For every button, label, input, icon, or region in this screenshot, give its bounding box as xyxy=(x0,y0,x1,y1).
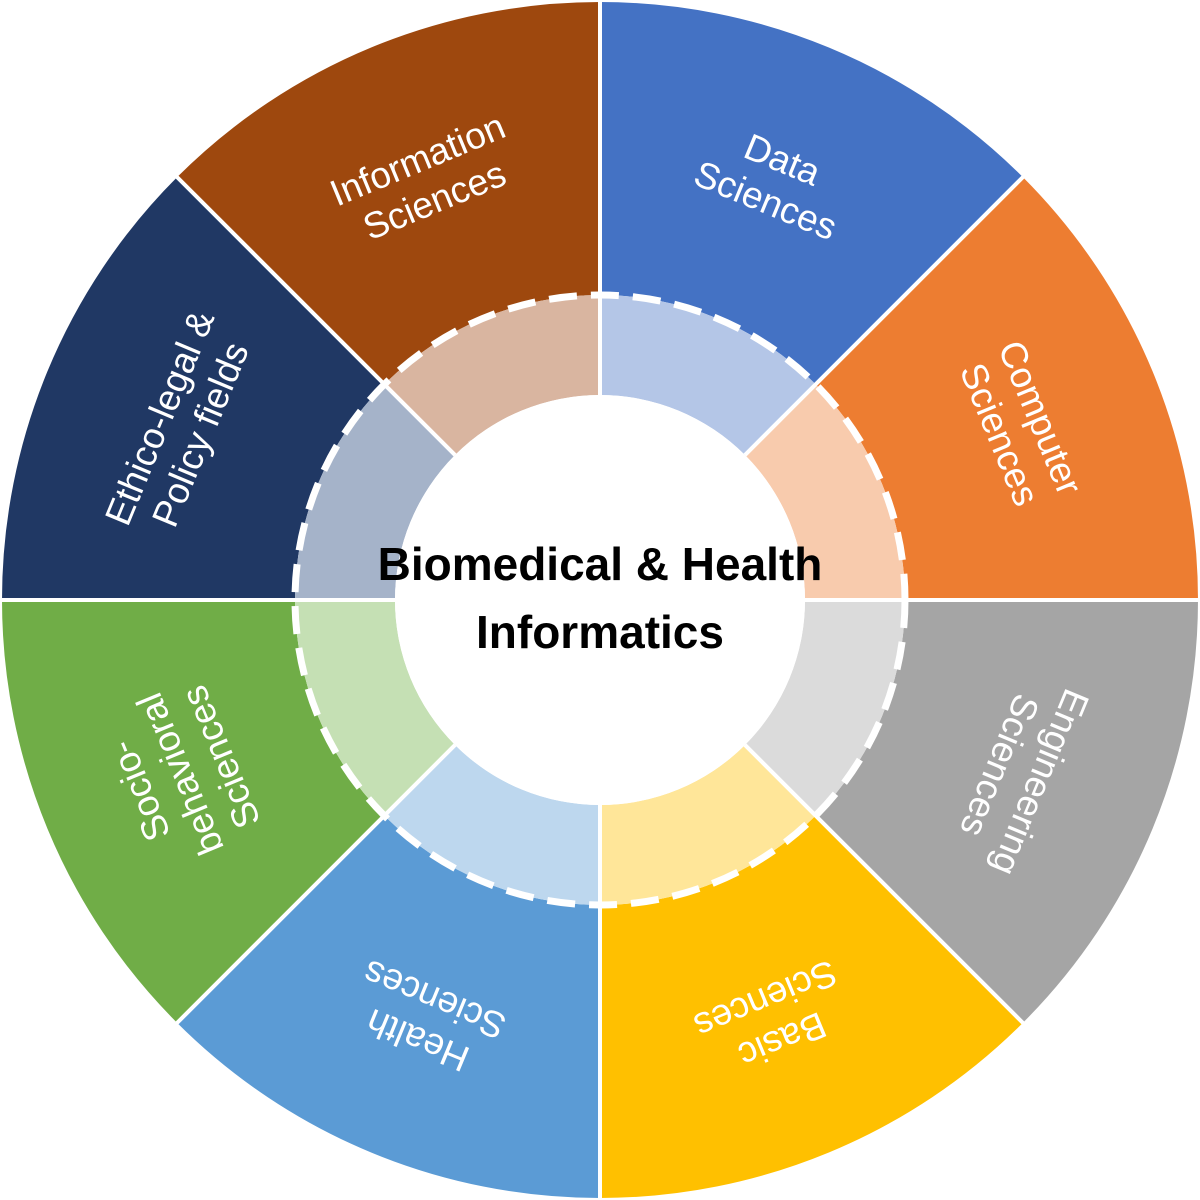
segment-inner-engineering-sciences xyxy=(744,600,905,816)
segment-labels: DataSciencesComputerSciencesEngineeringS… xyxy=(97,105,1097,1079)
segment-divider xyxy=(743,174,1026,457)
segment-outer-information-sciences xyxy=(177,2,600,385)
segment-inner-information-sciences xyxy=(384,295,600,456)
segment-inner-basic-sciences xyxy=(600,744,816,905)
segment-divider xyxy=(174,743,457,1026)
inner-ring xyxy=(295,295,905,905)
segment-inner-data-sciences xyxy=(600,295,816,456)
segment-outer-data-sciences xyxy=(600,2,1023,385)
segment-outer-health-sciences xyxy=(177,815,600,1198)
center-disc xyxy=(395,395,805,805)
segment-inner-socio-behavioral-sciences xyxy=(295,600,456,816)
segment-inner-ethico-legal-policy-fields xyxy=(295,384,456,600)
segment-outer-socio-behavioral-sciences xyxy=(2,600,385,1023)
segment-divider xyxy=(743,743,1026,1026)
segment-outer-computer-sciences xyxy=(815,177,1198,600)
center-title-line2: Informatics xyxy=(476,606,724,658)
segment-outer-engineering-sciences xyxy=(815,600,1198,1023)
segment-outer-basic-sciences xyxy=(600,815,1023,1198)
segment-outer-ethico-legal-policy-fields xyxy=(2,177,385,600)
segment-inner-health-sciences xyxy=(384,744,600,905)
center-title-line1: Biomedical & Health xyxy=(378,538,823,590)
segment-inner-computer-sciences xyxy=(744,384,905,600)
segment-divider xyxy=(174,174,457,457)
